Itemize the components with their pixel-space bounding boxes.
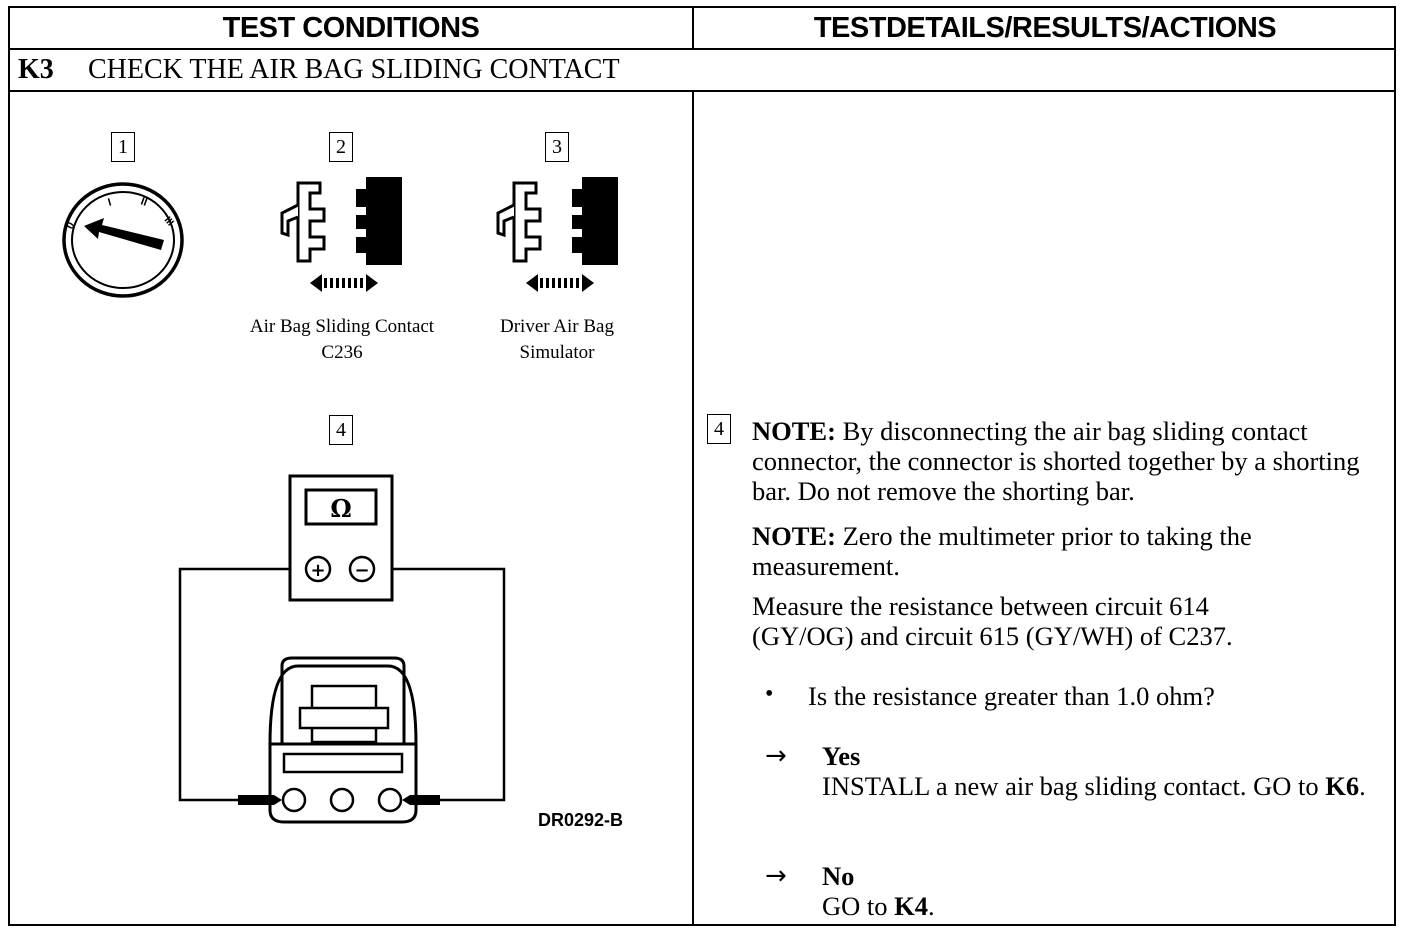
yes-end: .: [1359, 771, 1366, 801]
minus-symbol: −: [354, 560, 369, 581]
probe-left: [238, 795, 282, 805]
section-code: K3: [18, 54, 54, 85]
note1-text: By disconnecting the air bag sliding con…: [752, 416, 1360, 506]
header-test-details: TESTDETAILS/RESULTS/ACTIONS: [813, 11, 1277, 44]
multimeter-circuit-diagram: Ω + −: [178, 474, 506, 824]
plus-terminal: [304, 555, 332, 583]
result-yes: Yes INSTALL a new air bag sliding contac…: [822, 741, 1382, 801]
no-text: GO to: [822, 891, 895, 921]
ignition-mark-1: I: [107, 197, 113, 209]
resistance-question: Is the resistance greater than 1.0 ohm?: [808, 681, 1215, 711]
step-box-4-figure: 4: [329, 415, 353, 445]
section-title: CHECK THE AIR BAG SLIDING CONTACT: [88, 54, 620, 85]
step-box-2: 2: [329, 132, 353, 162]
step-box-1: 1: [111, 132, 135, 162]
bullet-marker: •: [765, 681, 774, 707]
procedure-table: TEST CONDITIONS TESTDETAILS/RESULTS/ACTI…: [8, 6, 1396, 926]
step-box-4: 4: [707, 414, 731, 444]
note-zero-meter: NOTE: Zero the multimeter prior to takin…: [752, 521, 1382, 581]
header-test-conditions: TEST CONDITIONS: [222, 11, 480, 44]
simulator-connector-icon: [496, 177, 618, 292]
note2-label: NOTE:: [752, 521, 836, 551]
ignition-mark-2: II: [139, 196, 149, 209]
plus-symbol: +: [310, 560, 325, 581]
note1-label: NOTE:: [752, 416, 836, 446]
probe-right: [402, 795, 440, 805]
caption-simulator-line2: Simulator: [519, 342, 595, 363]
no-target-link[interactable]: K4: [894, 891, 929, 921]
yes-text: INSTALL a new air bag sliding contact. G…: [822, 771, 1326, 801]
ignition-mark-3: III: [162, 215, 176, 229]
result-no: No GO to K4.: [822, 861, 1382, 921]
title-divider: [10, 90, 1394, 92]
note2-text: Zero the multimeter prior to taking the …: [752, 521, 1252, 581]
arrow-yes-icon: →: [765, 741, 787, 771]
caption-sliding-contact: Air Bag Sliding Contact C236: [222, 314, 462, 366]
column-divider-body: [692, 92, 694, 924]
measure-instruction: Measure the resistance between circuit 6…: [752, 591, 1233, 651]
ohm-symbol: Ω: [330, 494, 351, 523]
header-divider: [10, 48, 1394, 50]
caption-sliding-contact-line1: Air Bag Sliding Contact: [249, 316, 435, 337]
figure-id: DR0292-B: [538, 810, 624, 830]
note-shorting-bar: NOTE: By disconnecting the air bag slidi…: [752, 416, 1382, 506]
column-divider-header: [692, 8, 694, 48]
caption-sliding-contact-line2: C236: [321, 342, 363, 363]
no-label: No: [822, 861, 855, 891]
arrow-no-icon: →: [765, 861, 787, 891]
step-box-3: 3: [545, 132, 569, 162]
yes-target-link[interactable]: K6: [1325, 771, 1360, 801]
ignition-mark-0: 0: [64, 220, 77, 231]
ignition-switch-icon: 0 I II III: [62, 182, 184, 298]
no-end: .: [928, 891, 935, 921]
section-title-row: K3 CHECK THE AIR BAG SLIDING CONTACT: [10, 50, 620, 90]
multimeter-display: [304, 488, 378, 526]
connector-disconnect-icon: [280, 177, 402, 292]
caption-simulator: Driver Air Bag Simulator: [462, 314, 652, 366]
minus-terminal: [348, 555, 376, 583]
yes-label: Yes: [822, 741, 861, 771]
caption-simulator-line1: Driver Air Bag: [500, 316, 614, 337]
